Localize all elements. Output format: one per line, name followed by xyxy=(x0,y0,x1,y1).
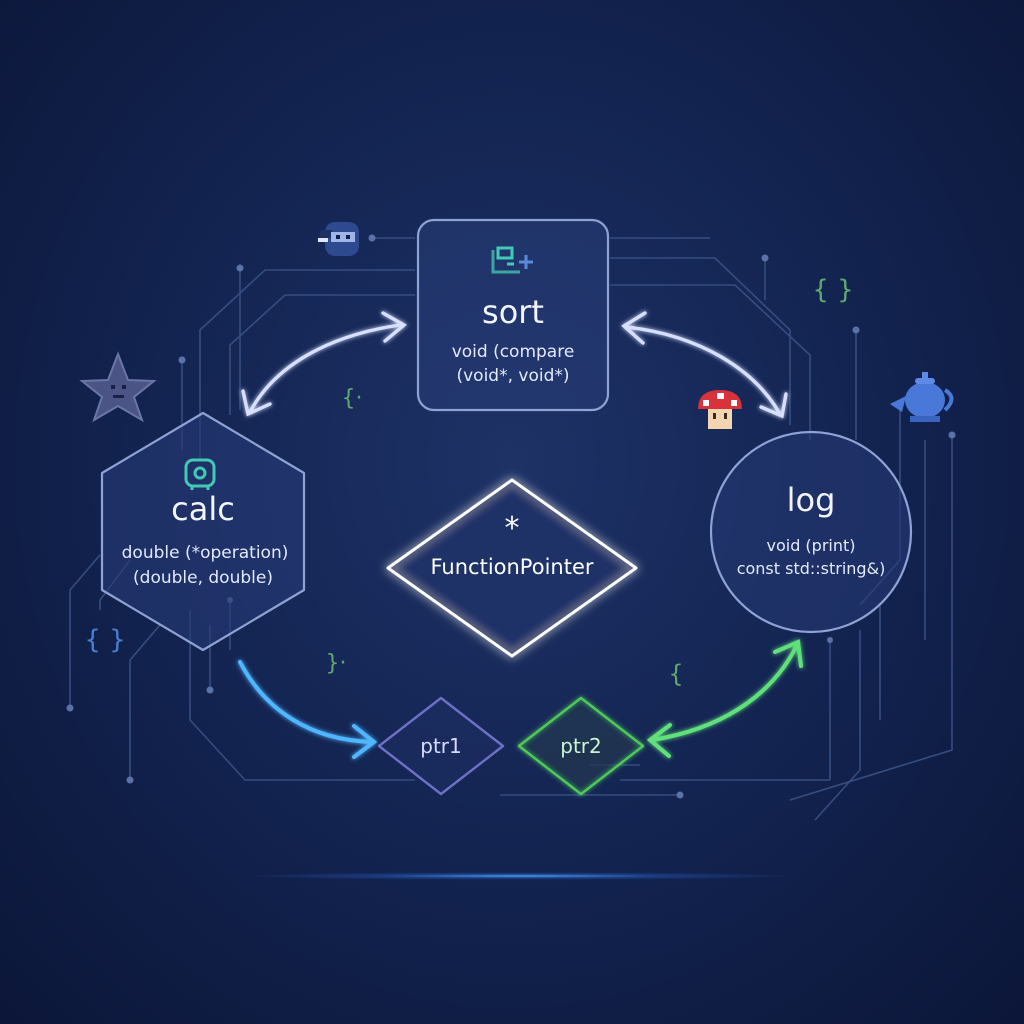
center-title: FunctionPointer xyxy=(430,555,593,579)
sort-signature-line1: void (compare xyxy=(452,342,575,362)
mushroom-icon xyxy=(698,390,742,429)
brace-top-right: { } xyxy=(812,275,853,305)
brace-center-low: }· xyxy=(326,651,347,676)
node-function-pointer[interactable]: * FunctionPointer xyxy=(386,478,638,658)
star-monster-icon xyxy=(79,351,157,423)
arrow-sort-to-calc xyxy=(241,311,407,417)
node-log[interactable]: log void (print) const std::string&) xyxy=(709,430,913,634)
log-signature-line2: const std::string&) xyxy=(737,559,886,578)
brace-right-low: { xyxy=(668,660,683,688)
log-title: log xyxy=(787,481,836,519)
node-ptr2[interactable]: ptr2 xyxy=(517,696,645,796)
calc-title: calc xyxy=(171,490,235,528)
sort-signature-line2: (void*, void*) xyxy=(456,366,569,386)
arrow-ptr2-to-log xyxy=(646,639,803,758)
ptr2-label: ptr2 xyxy=(560,734,601,758)
arrow-sort-to-log xyxy=(621,311,788,419)
calc-signature-line2: (double, double) xyxy=(133,568,273,588)
sort-title: sort xyxy=(482,293,544,331)
node-sort[interactable]: sort void (compare (void*, void*) xyxy=(416,218,610,412)
flowchart-plus-icon xyxy=(491,246,533,274)
log-signature-line1: void (print) xyxy=(766,536,855,555)
node-calc[interactable]: calc double (*operation) (double, double… xyxy=(100,411,306,652)
ninja-sprite-icon xyxy=(318,222,359,256)
teapot-icon xyxy=(890,372,954,422)
ptr1-label: ptr1 xyxy=(420,734,461,758)
bottom-glow xyxy=(240,872,800,880)
chip-icon xyxy=(184,458,216,490)
arrow-calc-to-ptr1 xyxy=(238,660,378,759)
brace-left-low: { } xyxy=(84,625,125,655)
center-star: * xyxy=(505,511,520,546)
calc-signature-line1: double (*operation) xyxy=(122,543,289,563)
brace-left-mid: {· xyxy=(342,386,363,411)
node-ptr1[interactable]: ptr1 xyxy=(377,696,505,796)
